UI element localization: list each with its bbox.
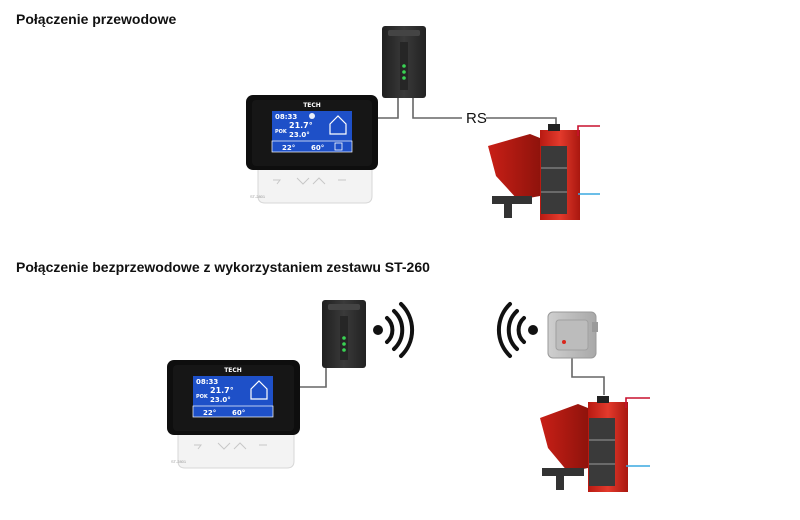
hot-water-pipe — [625, 397, 650, 408]
wireless-connection-heading: Połączenie bezprzewodowe z wykorzystanie… — [16, 259, 430, 275]
svg-text:08:33: 08:33 — [275, 113, 297, 121]
wireless-signal-icon — [496, 302, 538, 358]
svg-text:22°: 22° — [203, 409, 216, 417]
wireless-pellet-boiler — [540, 396, 650, 492]
svg-text:ST-2801: ST-2801 — [171, 459, 187, 464]
svg-text:23.0°: 23.0° — [210, 396, 231, 404]
svg-text:08:33: 08:33 — [196, 378, 218, 386]
svg-text:POK: POK — [196, 394, 209, 400]
wireless-room-controller: TECH 08:33 POK 21.7° 23.0° 22° 60° ST-28… — [167, 360, 300, 469]
wired-pellet-boiler — [488, 124, 600, 220]
svg-text:60°: 60° — [311, 144, 324, 152]
svg-text:21.7°: 21.7° — [289, 121, 313, 130]
svg-text:23.0°: 23.0° — [289, 131, 310, 139]
wireless-receiver-module — [547, 311, 598, 359]
wireless-cables — [300, 358, 605, 395]
wireless-transmitter-module — [322, 300, 366, 368]
wired-cables — [377, 96, 557, 128]
wired-communication-module — [382, 26, 426, 98]
cable-receiver-to-boiler — [571, 358, 605, 395]
cable-controller-to-transmitter — [300, 367, 327, 388]
svg-text:ST-2801: ST-2801 — [250, 194, 266, 199]
controller-brand-logo: TECH — [224, 367, 242, 374]
cable-controller-to-module — [377, 96, 399, 119]
controller-brand-logo: TECH — [303, 102, 321, 109]
svg-text:22°: 22° — [282, 144, 295, 152]
svg-text:POK: POK — [275, 129, 288, 135]
wireless-signal-icon — [373, 302, 415, 358]
svg-text:60°: 60° — [232, 409, 245, 417]
cable-module-to-boiler — [486, 117, 557, 128]
controller-screen — [193, 376, 273, 417]
svg-text:21.7°: 21.7° — [210, 386, 234, 395]
hot-water-pipe — [577, 125, 600, 136]
wired-connection-heading: Połączenie przewodowe — [16, 11, 177, 27]
wired-room-controller: TECH 08:33 POK 21.7° 23.0° 22° 60° ST-28… — [246, 95, 378, 204]
rs-link-label: RS — [466, 110, 487, 127]
